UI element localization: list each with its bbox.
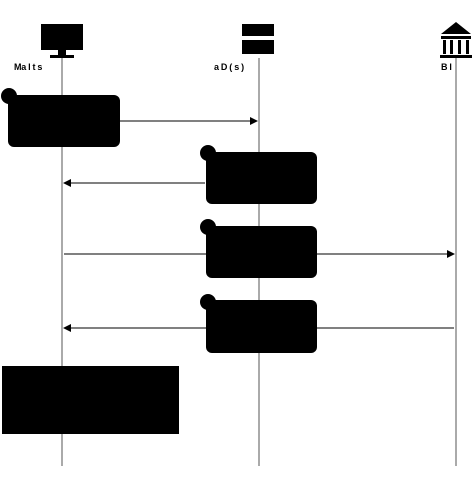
server-icon (242, 24, 274, 54)
step-5-box (2, 366, 179, 434)
monitor-icon (41, 24, 83, 58)
participant-label-bank: B l (441, 62, 452, 72)
step-3-box (206, 226, 317, 278)
step-4-box (206, 300, 317, 353)
participant-label-merchant: Ma l t s (14, 62, 43, 72)
bank-building-icon (440, 22, 472, 58)
step-1-box (8, 95, 120, 147)
participant-label-server: a D ( s ) (214, 62, 244, 72)
step-2-box (206, 152, 317, 204)
